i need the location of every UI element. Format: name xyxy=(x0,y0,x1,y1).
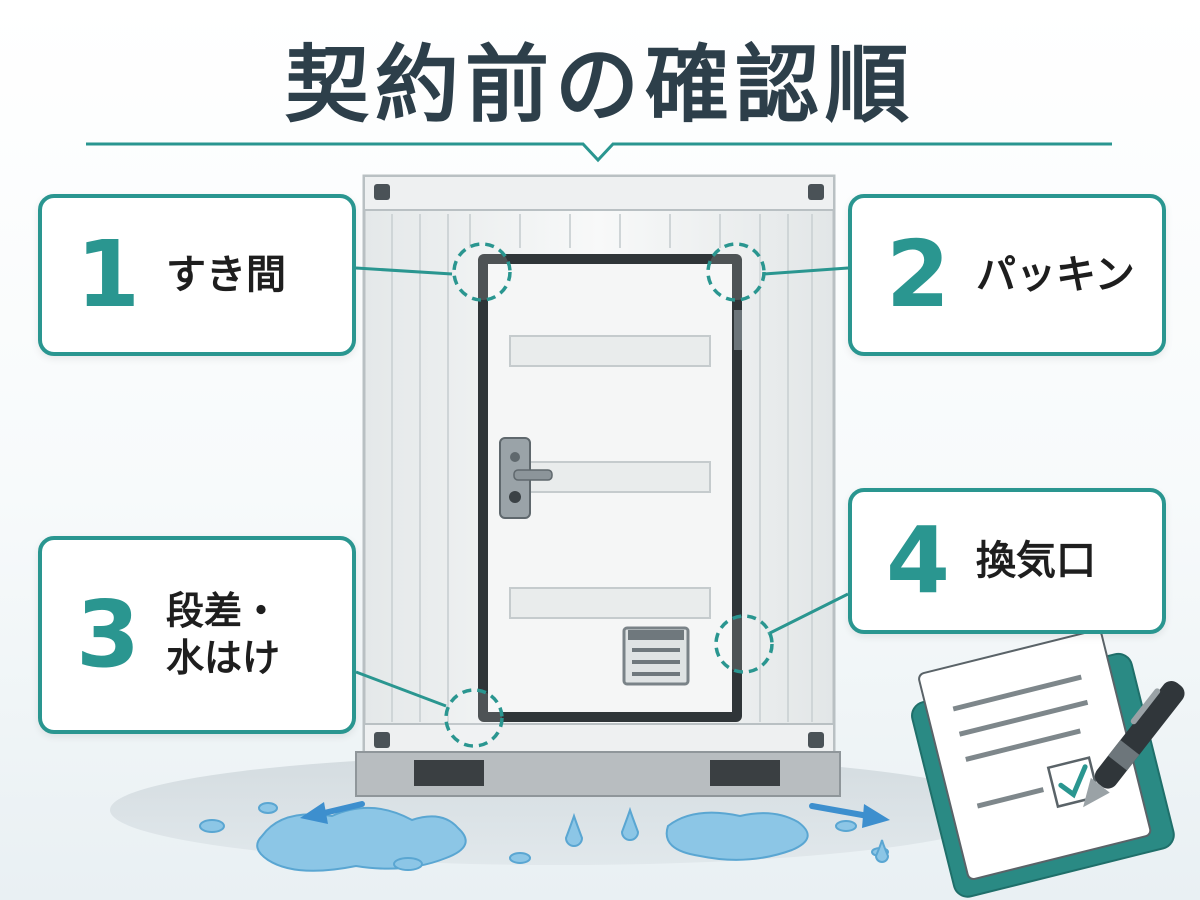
checkpoint-number: 2 xyxy=(885,221,950,328)
checkpoint-card-1: 1 すき間 xyxy=(38,194,356,356)
checkpoint-label: 換気口 xyxy=(976,538,1096,584)
checkpoint-card-4: 4 換気口 xyxy=(848,488,1166,634)
arrow-right-icon xyxy=(809,803,890,828)
container-door xyxy=(478,254,742,722)
checkpoint-number: 1 xyxy=(75,221,140,328)
page-title: 契約前の確認順 xyxy=(284,36,915,134)
checkpoint-label: すき間 xyxy=(166,252,286,298)
arrow-left-icon xyxy=(300,801,365,824)
checkpoint-number: 3 xyxy=(75,581,140,688)
pen-icon xyxy=(1083,680,1185,808)
callout-leaders xyxy=(355,266,849,708)
checkpoint-card-2: 2 パッキン xyxy=(848,194,1166,356)
checkpoint-number: 4 xyxy=(885,507,950,614)
highlight-circles xyxy=(444,242,774,748)
water-puddle xyxy=(199,802,890,872)
vent-icon xyxy=(622,626,690,686)
clipboard-checklist-icon xyxy=(911,629,1175,898)
checkpoint-label: パッキン xyxy=(976,252,1135,298)
title-underline xyxy=(86,142,1112,163)
door-handle-icon xyxy=(499,437,553,519)
checkpoint-card-3: 3 段差・ 水はけ xyxy=(38,536,356,734)
container-base xyxy=(355,751,841,797)
checkpoint-label: 段差・ 水はけ xyxy=(166,588,281,681)
